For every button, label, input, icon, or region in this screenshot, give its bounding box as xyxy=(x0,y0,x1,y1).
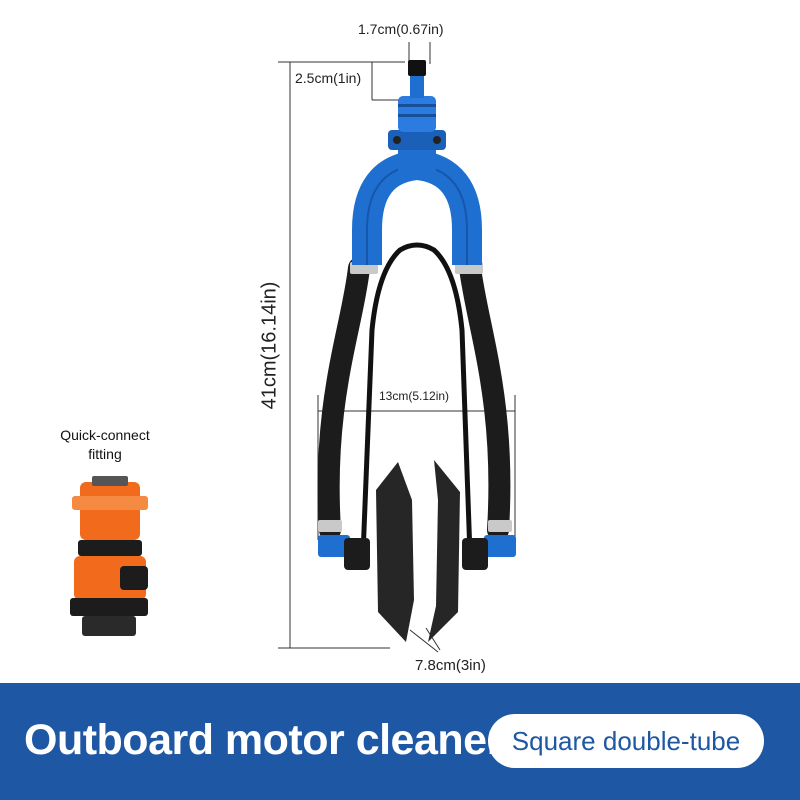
variant-badge: Square double-tube xyxy=(488,714,764,768)
wire-frame xyxy=(360,242,473,556)
fitting-caption: Quick-connect fitting xyxy=(30,426,180,464)
dimension-lines xyxy=(278,42,516,653)
bottom-mounts xyxy=(318,535,516,570)
brush-pads xyxy=(376,460,460,642)
frame-width-label: 13cm(5.12in) xyxy=(379,389,450,403)
variant-badge-label: Square double-tube xyxy=(511,726,741,756)
connector-height-label: 2.5cm(1in) xyxy=(295,70,362,86)
fitting-caption-line2: fitting xyxy=(88,446,122,462)
total-height-label: 41cm(16.14in) xyxy=(258,281,281,410)
blue-yoke xyxy=(352,60,482,265)
width-top-label: 1.7cm(0.67in) xyxy=(358,21,444,37)
brush-gap-label: 7.8cm(3in) xyxy=(415,657,486,674)
fitting-caption-line1: Quick-connect xyxy=(60,427,150,443)
quick-connect-fitting xyxy=(70,476,148,636)
product-title: Outboard motor cleaner xyxy=(24,716,503,764)
